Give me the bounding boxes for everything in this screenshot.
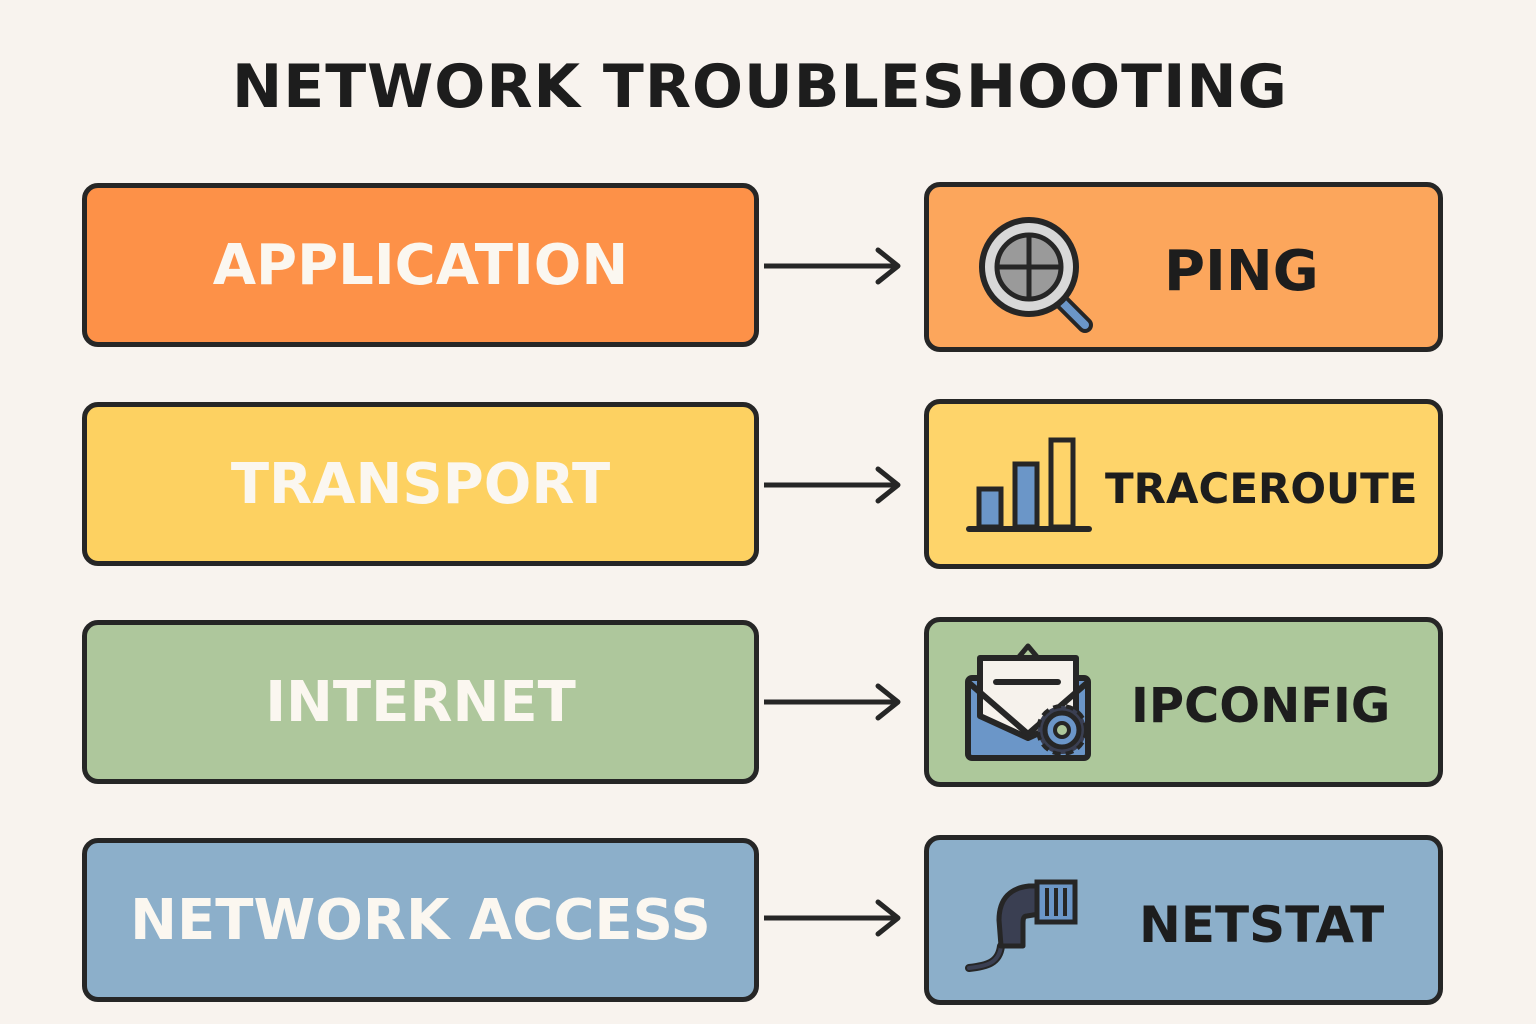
layer-box-application: APPLICATION	[82, 183, 759, 347]
arrow-icon	[764, 466, 901, 504]
arrow-icon	[764, 247, 901, 285]
layer-box-internet: INTERNET	[82, 620, 759, 784]
page-title: NETWORK TROUBLESHOOTING	[232, 52, 1288, 122]
arrow-icon	[764, 683, 901, 721]
tool-label-traceroute: TRACEROUTE	[1105, 464, 1418, 513]
bar-chart-icon	[966, 437, 1092, 532]
tool-box-traceroute: TRACEROUTE	[924, 399, 1443, 569]
layer-label-application: APPLICATION	[212, 232, 629, 298]
envelope-gear-icon	[965, 643, 1091, 761]
tool-label-netstat: NETSTAT	[1139, 896, 1385, 954]
layer-box-network-access: NETWORK ACCESS	[82, 838, 759, 1002]
tool-label-ping: PING	[1164, 239, 1319, 304]
layer-box-transport: TRANSPORT	[82, 402, 759, 566]
network-cable-icon	[965, 879, 1078, 972]
tool-box-ipconfig: IPCONFIG	[924, 617, 1443, 787]
tool-label-ipconfig: IPCONFIG	[1131, 678, 1391, 734]
tool-box-ping: PING	[924, 182, 1443, 352]
arrow-icon	[764, 899, 901, 937]
layer-label-transport: TRANSPORT	[230, 451, 611, 517]
layer-label-internet: INTERNET	[265, 669, 576, 735]
tool-box-netstat: NETSTAT	[924, 835, 1443, 1005]
magnifier-globe-icon	[979, 217, 1093, 333]
layer-label-network-access: NETWORK ACCESS	[130, 887, 711, 953]
